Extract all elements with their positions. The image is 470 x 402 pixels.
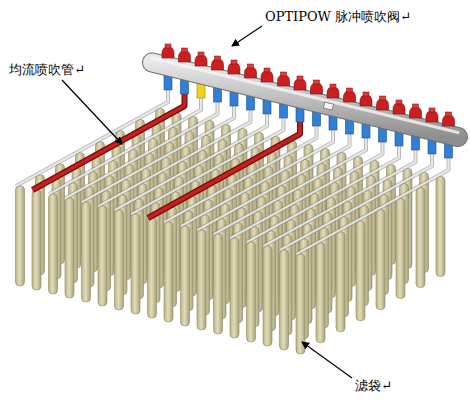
blowpipe-label: 均流喷吹管↵ [8,62,86,78]
filter-bag-label: 滤袋↵ [354,378,393,394]
valve-label: OPTIPOW 脉冲喷吹阀↵ [264,9,412,25]
